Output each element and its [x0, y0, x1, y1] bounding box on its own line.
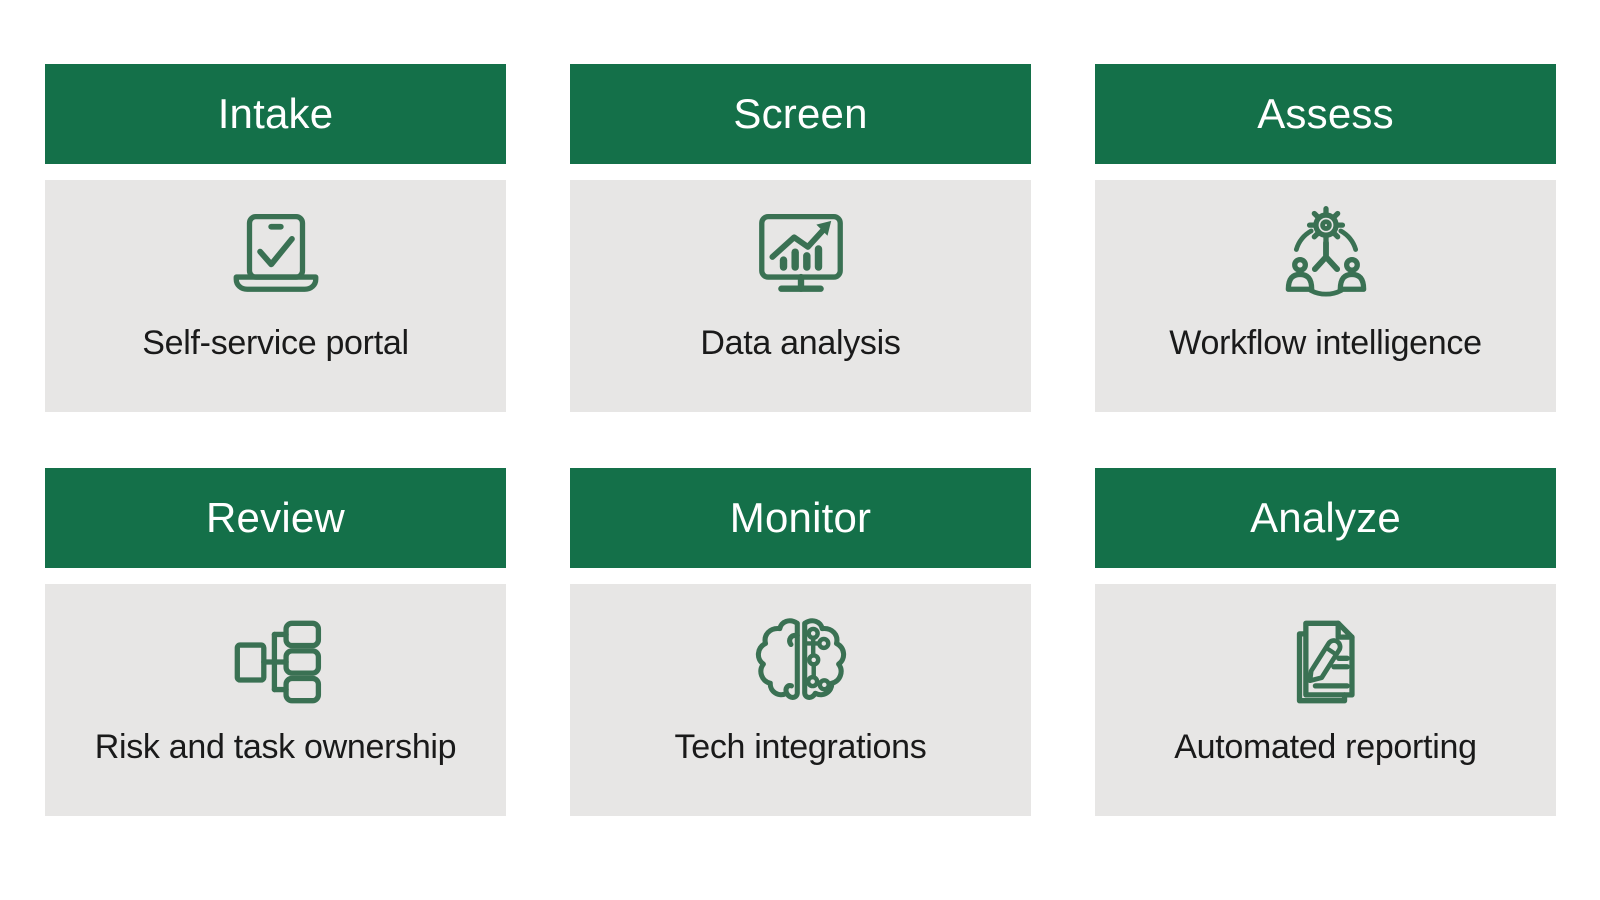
card-assess-header: Assess [1095, 64, 1556, 164]
hierarchy-icon [223, 609, 329, 715]
brain-circuit-icon [748, 609, 854, 715]
laptop-check-icon [223, 205, 329, 311]
card-assess-body: Workflow intelligence [1095, 180, 1556, 412]
card-title: Analyze [1250, 494, 1401, 541]
card-analyze-header: Analyze [1095, 468, 1556, 568]
card-intake: Intake Self-service portal [45, 64, 506, 412]
card-title: Monitor [729, 494, 872, 541]
card-monitor: Monitor Tech integra [570, 468, 1031, 816]
card-assess: Assess Workflow intelligence [1095, 64, 1556, 412]
card-screen-body: Data analysis [570, 180, 1031, 412]
card-label: Automated reporting [1174, 728, 1477, 766]
monitor-chart-icon [748, 205, 854, 311]
card-review-body: Risk and task ownership [45, 584, 506, 816]
card-intake-header: Intake [45, 64, 506, 164]
card-review: Review Risk and task ownership [45, 468, 506, 816]
process-cards-grid: Intake Self-service portal Screen [45, 64, 1556, 816]
card-monitor-header: Monitor [570, 468, 1031, 568]
card-label: Data analysis [700, 324, 901, 362]
card-screen: Screen Data analysis [570, 64, 1031, 412]
documents-pencil-icon [1273, 609, 1379, 715]
card-label: Tech integrations [674, 728, 927, 766]
card-label: Workflow intelligence [1169, 324, 1482, 362]
card-monitor-body: Tech integrations [570, 584, 1031, 816]
card-title: Screen [733, 90, 868, 137]
card-screen-header: Screen [570, 64, 1031, 164]
card-analyze-body: Automated reporting [1095, 584, 1556, 816]
card-intake-body: Self-service portal [45, 180, 506, 412]
card-title: Review [206, 494, 345, 541]
card-title: Assess [1257, 90, 1394, 137]
card-analyze: Analyze Automated reporting [1095, 468, 1556, 816]
card-review-header: Review [45, 468, 506, 568]
card-label: Risk and task ownership [94, 728, 457, 766]
card-title: Intake [217, 90, 334, 137]
people-gear-network-icon [1273, 205, 1379, 311]
card-label: Self-service portal [142, 324, 409, 362]
